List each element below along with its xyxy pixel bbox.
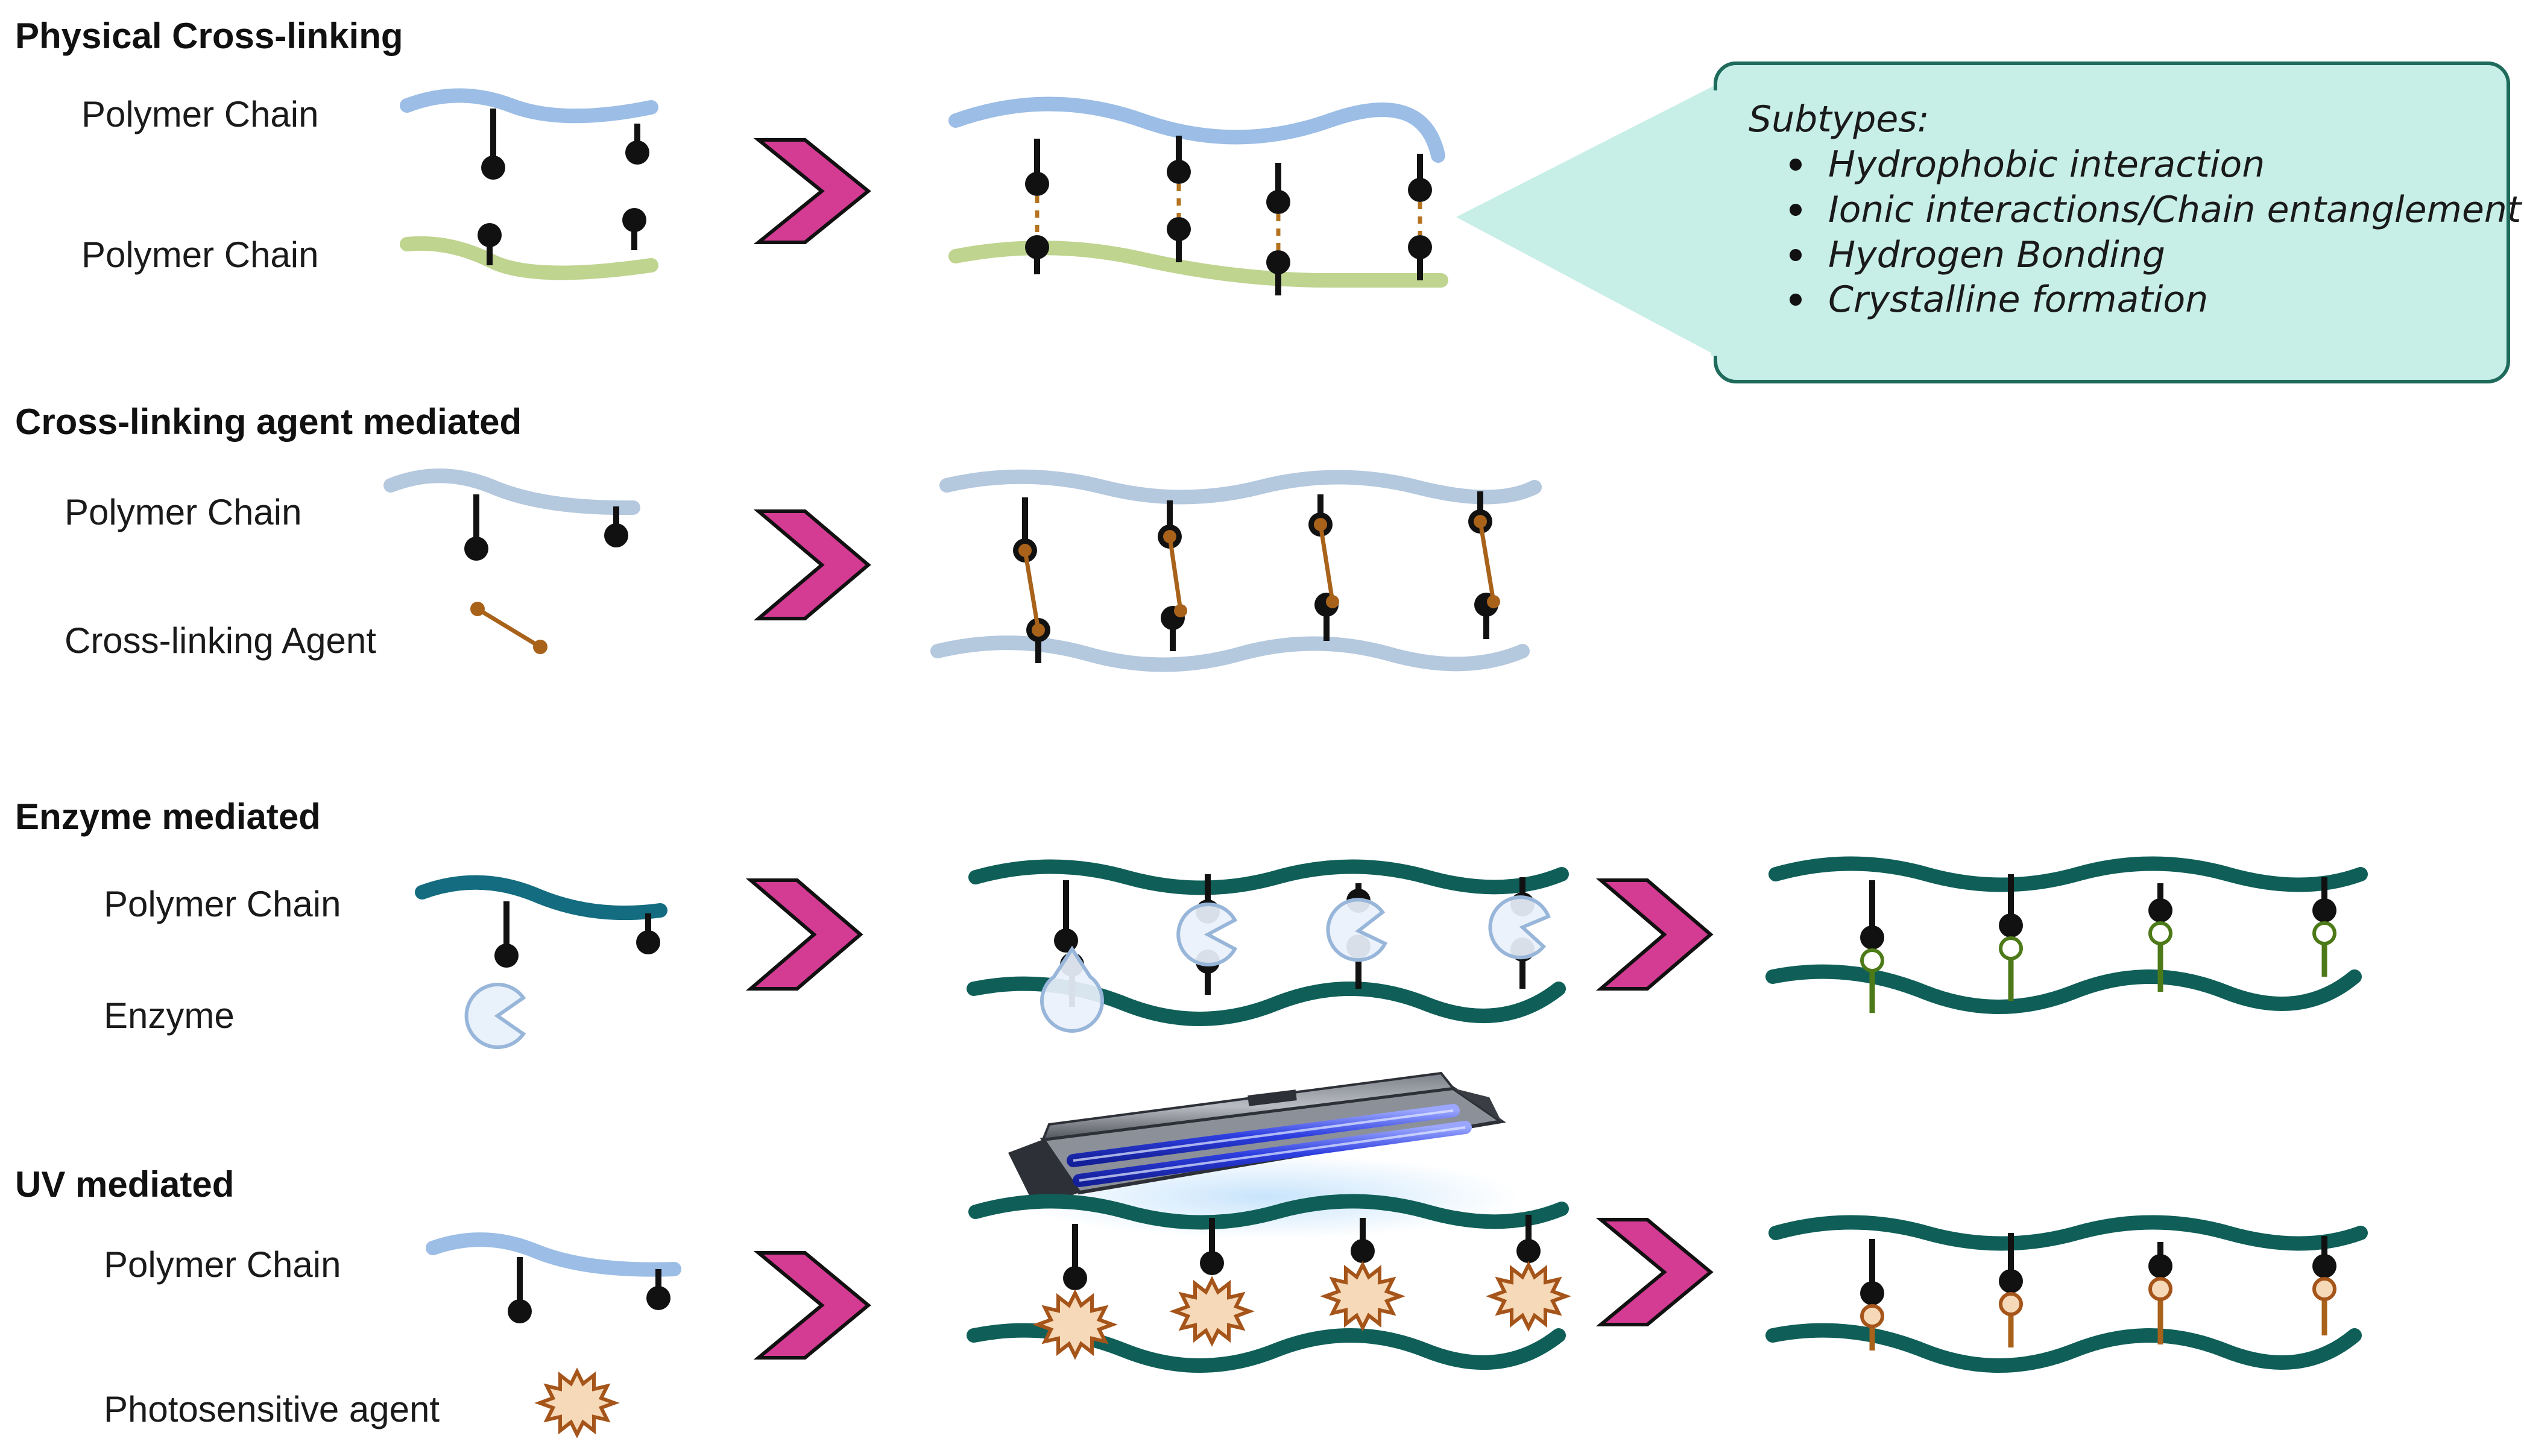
enzyme-pacman-icon [464, 983, 526, 1049]
enzyme-product [1765, 856, 2368, 1014]
chevron-arrow-icon [1595, 1218, 1714, 1326]
side-group-bead [622, 208, 646, 232]
uv-lamp-icon [1008, 1071, 1519, 1239]
polymer-chain-blue [426, 1232, 681, 1277]
polymer-chain-teal [1768, 856, 2368, 892]
photosensitive-star-icon [1486, 1261, 1571, 1332]
polymer-chain-grayblue [939, 469, 1542, 505]
polymer-chain-grayblue [930, 635, 1530, 672]
polymer-chain-blue [948, 96, 1445, 163]
subtypes-callout: Subtypes: Hydrophobic interaction Ionic … [1456, 61, 2523, 383]
polymer-chain-teal [1765, 1323, 2362, 1373]
uv-reactants [426, 1232, 681, 1323]
bullet [1790, 204, 1802, 216]
label-polymer-chain-4: Polymer Chain [104, 1244, 341, 1285]
enzyme-reactants [415, 875, 667, 1049]
label-photosensitive-agent: Photosensitive agent [104, 1389, 440, 1429]
label-polymer-chain-1b: Polymer Chain [81, 235, 319, 275]
section-title-enzyme: Enzyme mediated [15, 796, 321, 837]
polymer-chain-green [400, 236, 658, 280]
polymer-chain-grayblue [383, 468, 640, 515]
polymer-chain-blue [400, 88, 658, 124]
enzyme-pacman-icon [1326, 898, 1388, 962]
label-polymer-chain-2: Polymer Chain [65, 492, 302, 532]
section-title-uv: UV mediated [15, 1164, 234, 1205]
physical-reactants [400, 88, 658, 280]
photosensitive-star-icon [1032, 1289, 1118, 1360]
polymer-chain-teal [1765, 964, 2362, 1014]
uv-product [1765, 1215, 2368, 1373]
subtype-item-ionic: Ionic interactions/Chain entanglement [1828, 189, 2523, 231]
uv-intermediate [967, 1194, 1571, 1373]
chevron-arrow-icon [753, 138, 871, 244]
chevron-arrow-icon [1595, 878, 1714, 991]
polymer-chain-teal [968, 859, 1569, 895]
polymer-chain-teal [1768, 1215, 2368, 1251]
enzyme-pacman-icon [1176, 903, 1238, 966]
photosensitive-star-icon [1169, 1276, 1255, 1347]
side-group-bead [625, 140, 649, 165]
crosslinking-agent-icon [476, 607, 541, 649]
section-title-agent: Cross-linking agent mediated [15, 402, 522, 442]
polymer-chain-darkteal [415, 875, 667, 921]
photosensitive-star-icon [534, 1367, 620, 1439]
side-group-bead [478, 223, 502, 247]
subtype-item-crystalline: Crystalline formation [1828, 279, 2208, 321]
label-crosslinking-agent: Cross-linking Agent [65, 620, 376, 661]
polymer-chain-teal [968, 1194, 1569, 1230]
physical-product [948, 96, 1448, 295]
bullet [1790, 249, 1802, 261]
label-polymer-chain-3: Polymer Chain [104, 884, 341, 924]
bullet [1790, 159, 1802, 171]
side-group-bead [481, 156, 505, 180]
agent-product [930, 469, 1542, 672]
photosensitive-star-icon [1320, 1261, 1406, 1332]
bullet [1790, 294, 1802, 306]
enzyme-intermediate [967, 859, 1569, 1033]
chevron-arrow-icon [753, 1251, 871, 1360]
subtype-item-hydrogen: Hydrogen Bonding [1828, 234, 2165, 276]
enzyme-pacman-icon [1040, 945, 1104, 1033]
label-polymer-chain-1a: Polymer Chain [81, 94, 319, 134]
callout-pointer [1456, 84, 1717, 356]
enzyme-pacman-icon [1488, 895, 1551, 960]
subtype-item-hydrophobic: Hydrophobic interaction [1828, 143, 2265, 186]
chevron-arrow-icon [745, 878, 863, 991]
section-title-physical: Physical Cross-linking [15, 16, 403, 56]
agent-reactants [383, 468, 640, 654]
label-enzyme: Enzyme [104, 995, 235, 1036]
subtypes-heading: Subtypes: [1749, 98, 1929, 140]
chevron-arrow-icon [753, 509, 871, 620]
